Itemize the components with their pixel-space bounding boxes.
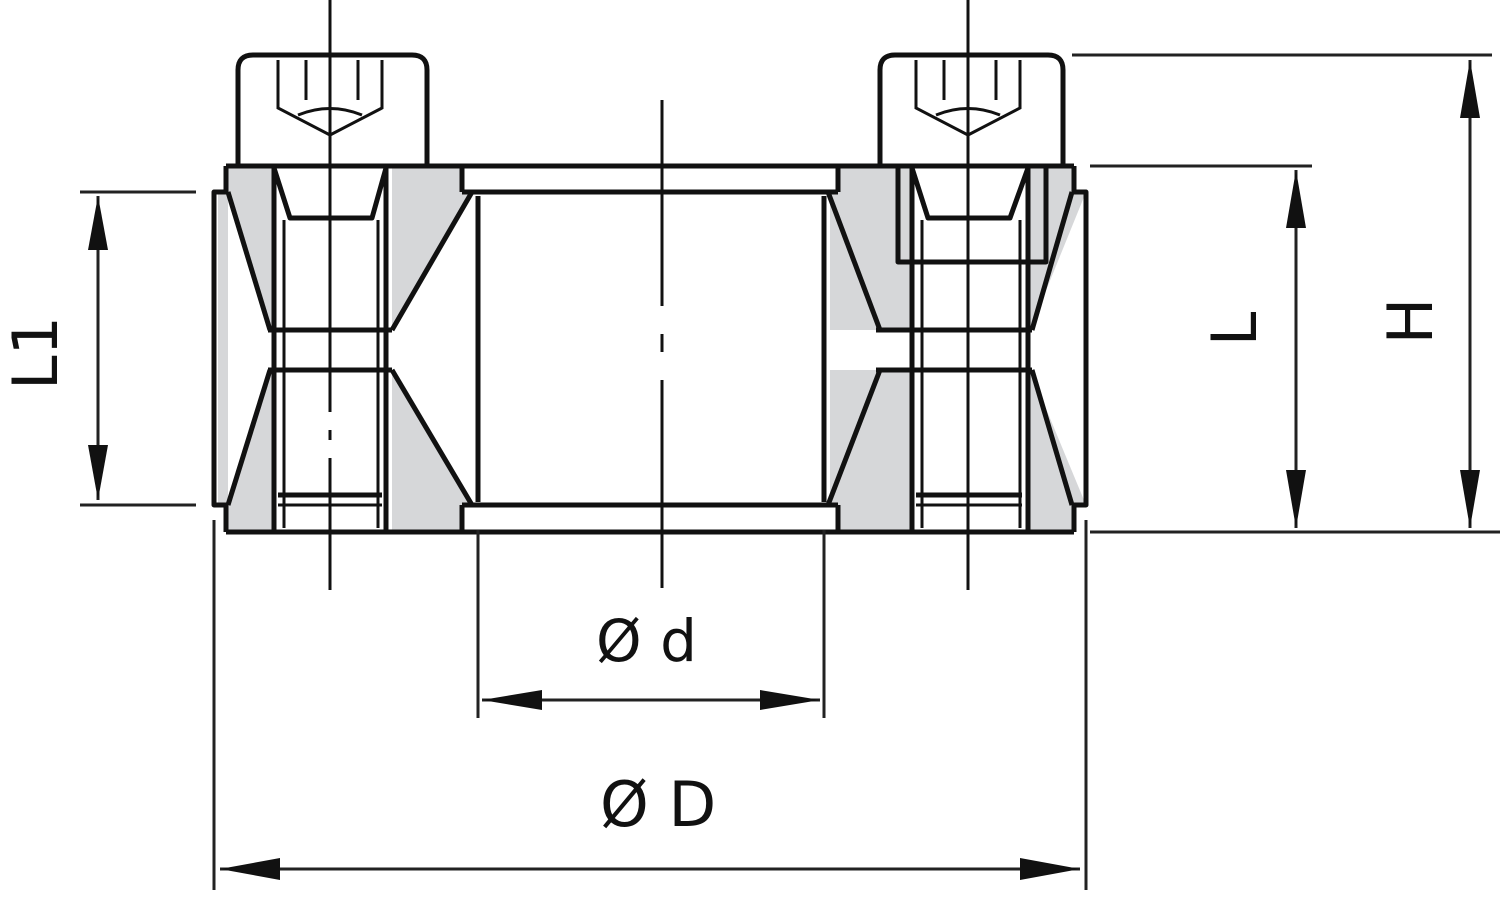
label-bore-diameter: Ø d xyxy=(596,607,697,675)
dimension-L xyxy=(1090,164,1500,534)
right-screw-head xyxy=(877,52,1066,165)
label-H: H xyxy=(1374,297,1447,345)
dimension-d xyxy=(476,530,826,718)
dimension-D xyxy=(212,520,1088,890)
label-L: L xyxy=(1198,311,1271,347)
dimension-H xyxy=(1072,53,1492,528)
dimension-L1 xyxy=(80,190,196,507)
label-outer-diameter: Ø D xyxy=(600,768,717,841)
center-lines xyxy=(328,0,970,590)
label-L1: L1 xyxy=(0,316,72,390)
left-screw-head xyxy=(235,52,430,165)
taper-voids xyxy=(228,192,1086,505)
